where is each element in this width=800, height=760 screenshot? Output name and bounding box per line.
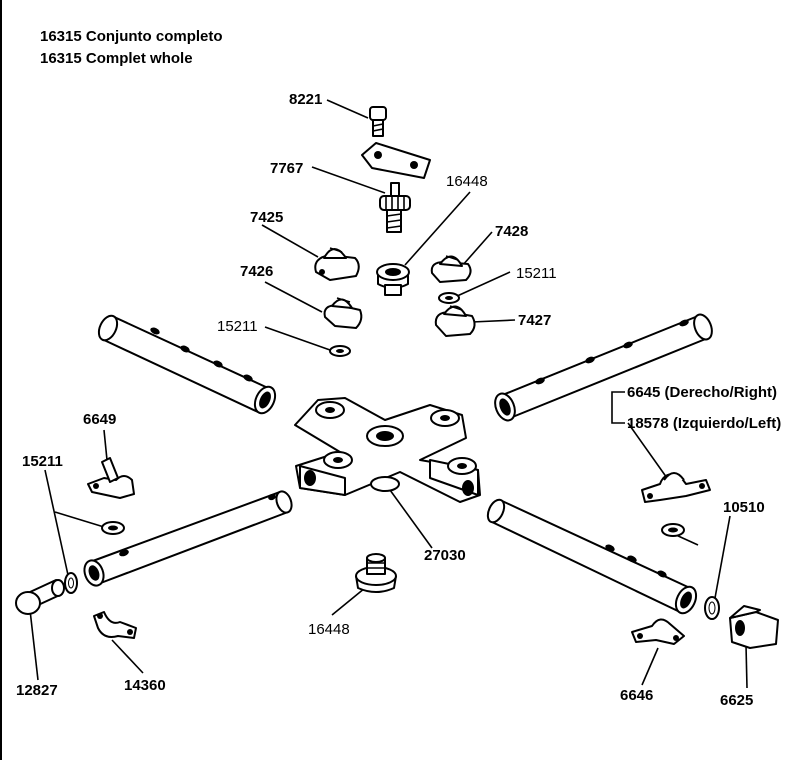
label-10510: 10510 — [723, 499, 765, 516]
part-6649-clip — [87, 457, 135, 499]
part-15211-o-ring-left — [64, 572, 78, 594]
part-27030-central-manifold — [294, 397, 481, 503]
label-6645: 6645 (Derecho/Right) — [627, 384, 777, 401]
part-10510-o-ring — [704, 596, 720, 620]
part-tube-upper-left — [97, 314, 277, 415]
label-16448-top: 16448 — [446, 173, 488, 190]
part-7425-jet — [314, 247, 360, 281]
label-6649: 6649 — [83, 411, 116, 428]
part-14360-clamp — [93, 611, 137, 639]
part-mounting-plate — [361, 142, 431, 179]
diagram-header: 16315 Conjunto completo 16315 Complet wh… — [40, 26, 223, 70]
page-left-edge — [0, 0, 2, 760]
part-16448-bushing-bottom — [355, 553, 397, 593]
part-7426-jet — [323, 297, 363, 329]
label-7428: 7428 — [495, 223, 528, 240]
label-15211-left: 15211 — [22, 453, 63, 470]
leader-lines — [29, 99, 748, 689]
label-7767: 7767 — [270, 160, 303, 177]
label-16448-bottom: 16448 — [308, 621, 350, 638]
part-6625-end-cap — [729, 605, 779, 649]
label-7426: 7426 — [240, 263, 273, 280]
label-15211-right: 15211 — [516, 265, 557, 282]
label-7425: 7425 — [250, 209, 283, 226]
part-labels: 8221 7767 16448 7425 7428 7426 15211 152… — [16, 91, 781, 709]
part-6646-clamp — [631, 618, 685, 645]
part-12827-end-plug — [15, 579, 65, 615]
label-15211-middle: 15211 — [217, 318, 258, 335]
part-10510-washer-right — [661, 523, 685, 537]
part-tube-upper-right — [494, 313, 713, 422]
label-27030: 27030 — [424, 547, 466, 564]
label-6625: 6625 — [720, 692, 753, 709]
header-line-english: 16315 Complet whole — [40, 50, 193, 67]
part-7427-jet — [434, 305, 476, 337]
part-8221-screw — [369, 106, 387, 137]
header-line-spanish: 16315 Conjunto completo — [40, 28, 223, 45]
label-18578: 18578 (Izquierdo/Left) — [627, 415, 781, 432]
label-7427: 7427 — [518, 312, 551, 329]
part-15211-washer-left — [101, 521, 125, 535]
part-15211-washer-middle — [329, 345, 351, 357]
label-14360: 14360 — [124, 677, 166, 694]
label-12827: 12827 — [16, 682, 58, 699]
part-tube-lower-right — [486, 498, 698, 615]
label-6646: 6646 — [620, 687, 653, 704]
part-16448-bushing-top — [376, 263, 410, 296]
part-6645-18578-clamp — [641, 472, 711, 503]
part-15211-washer-right — [438, 292, 460, 304]
label-8221: 8221 — [289, 91, 322, 108]
part-7428-jet — [430, 255, 472, 283]
part-tube-lower-left — [83, 490, 293, 587]
part-7767-knurled-stud — [379, 182, 411, 233]
